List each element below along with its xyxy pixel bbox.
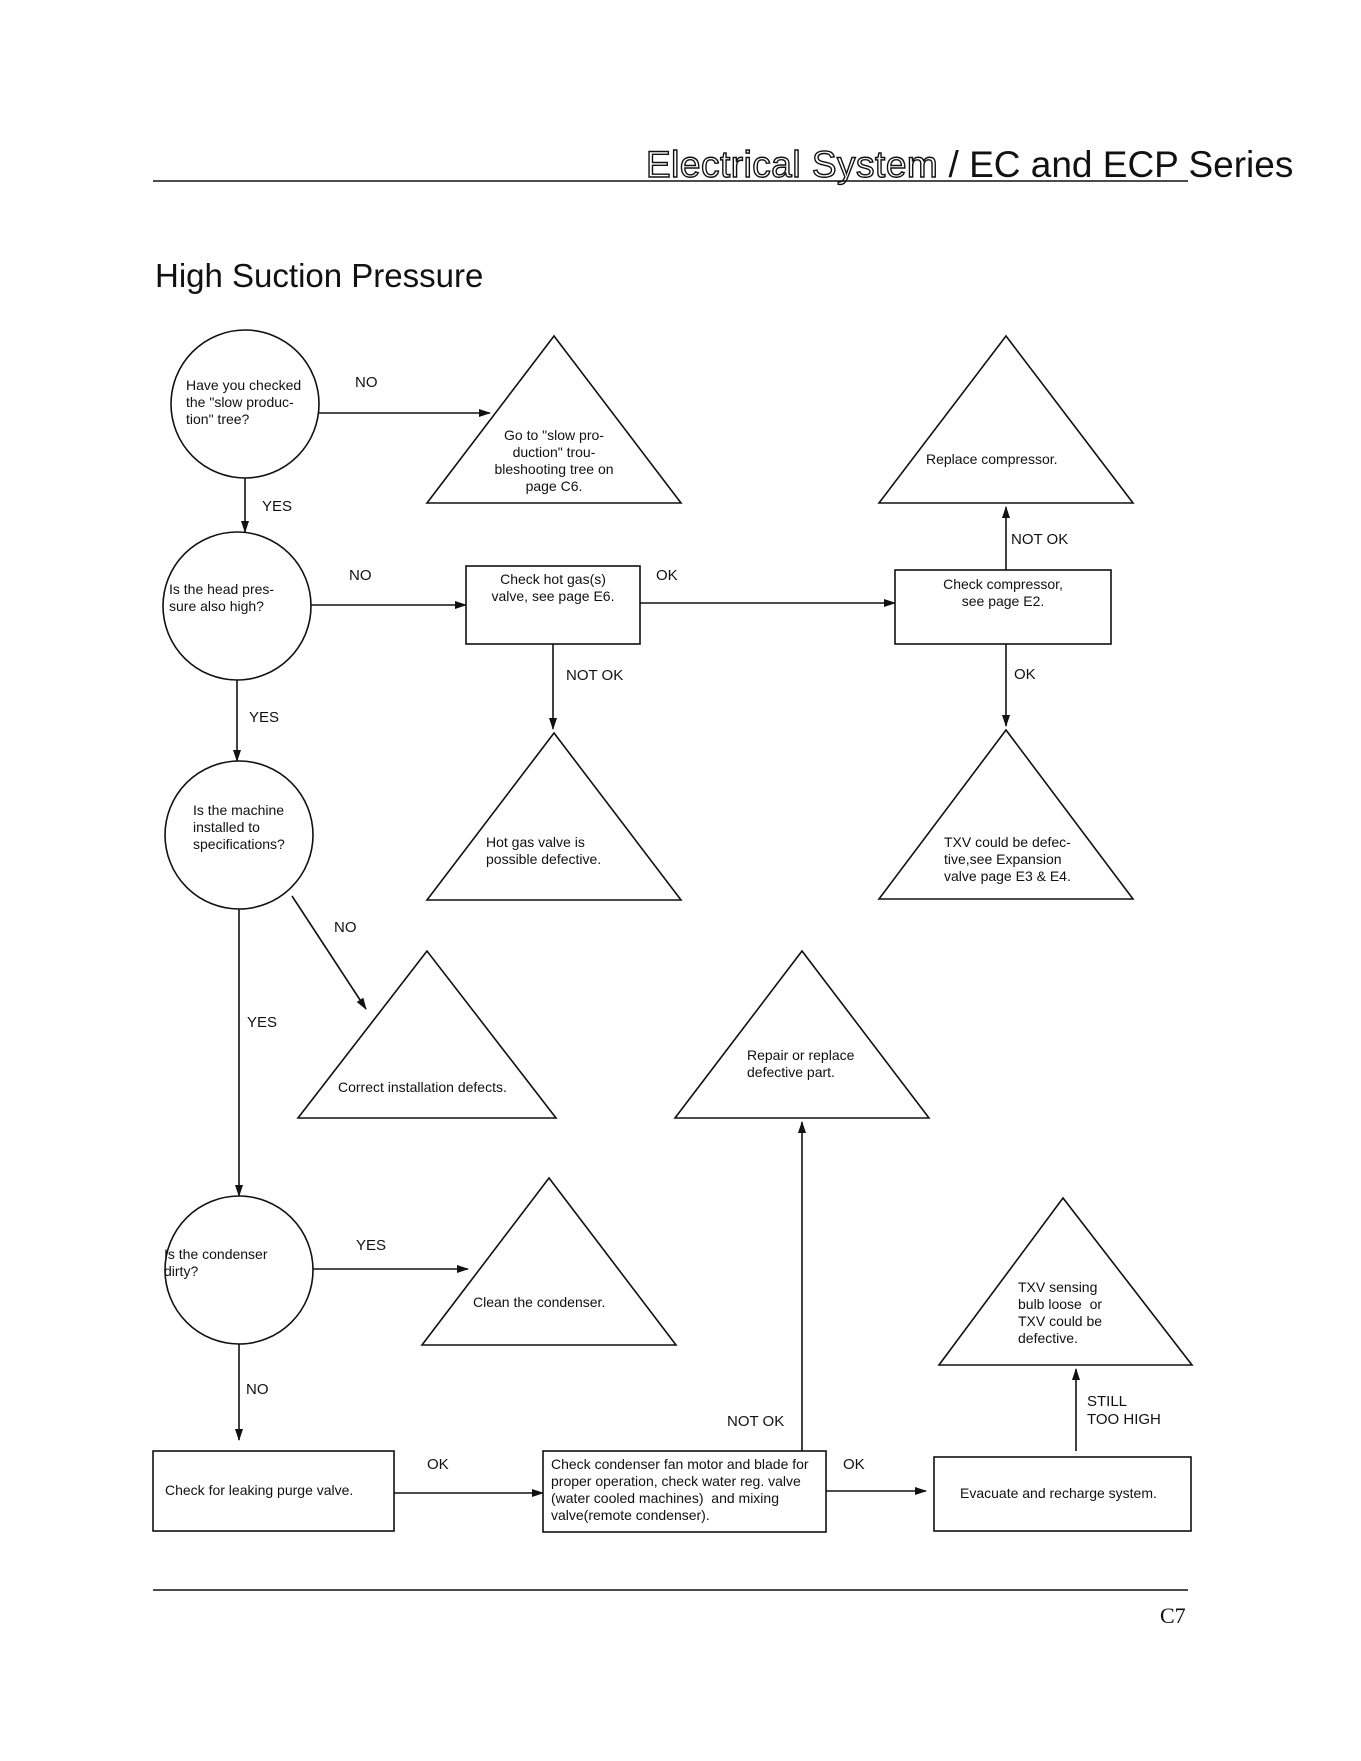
triangle-hot-gas-defective xyxy=(425,731,683,901)
page-header: Electrical System / EC and ECP Series xyxy=(645,143,1294,186)
label-ok-compressor: OK xyxy=(1014,666,1036,683)
label-ok-fan: OK xyxy=(843,1456,865,1473)
text-check-purge-valve: Check for leaking purge valve. xyxy=(165,1482,354,1498)
text-hot-gas-defective: Hot gas valve is possible defective. xyxy=(486,834,602,867)
triangle-txv-sensing-bulb xyxy=(937,1196,1194,1366)
text-txv-sensing-bulb: TXV sensing bulb loose or TXV could be d… xyxy=(1018,1279,1103,1346)
box-check-purge-valve xyxy=(152,1450,395,1532)
triangle-correct-installation xyxy=(296,949,558,1119)
header-separator: / xyxy=(938,144,970,185)
arrow-no-installed xyxy=(291,895,367,1010)
text-replace-compressor: Replace compressor. xyxy=(926,451,1058,467)
text-repair-replace: Repair or replace defective part. xyxy=(747,1047,855,1080)
text-check-compressor: Check compressor, see page E2. xyxy=(943,576,1063,609)
label-ok-hot-gas: OK xyxy=(656,567,678,584)
text-q-head-pressure: Is the head pres- sure also high? xyxy=(169,581,275,614)
triangle-goto-slow-production xyxy=(425,334,683,504)
text-q-slow-production: Have you checked the "slow produc- tion"… xyxy=(186,377,302,427)
label-yes-slow: YES xyxy=(262,498,293,515)
label-ok-purge: OK xyxy=(427,1456,449,1473)
triangle-replace-compressor xyxy=(877,334,1135,504)
text-check-hot-gas: Check hot gas(s) valve, see page E6. xyxy=(491,571,615,604)
triangle-txv-defective xyxy=(877,728,1135,900)
text-clean-condenser: Clean the condenser. xyxy=(473,1294,606,1310)
header-system-label: Electrical System xyxy=(645,143,939,185)
label-yes-condenser: YES xyxy=(356,1237,387,1254)
triangle-repair-replace xyxy=(673,949,931,1119)
box-evacuate-recharge xyxy=(933,1456,1192,1532)
text-q-installed: Is the machine installed to specificatio… xyxy=(193,802,285,852)
label-still-too-high: STILL TOO HIGH xyxy=(1087,1393,1161,1428)
triangle-clean-condenser xyxy=(420,1176,678,1346)
text-correct-installation: Correct installation defects. xyxy=(338,1079,507,1095)
label-not-ok-fan: NOT OK xyxy=(727,1413,785,1430)
box-check-compressor xyxy=(894,569,1112,645)
label-no-head: NO xyxy=(349,567,372,584)
text-check-condenser-fan: Check condenser fan motor and blade for … xyxy=(551,1456,809,1523)
label-not-ok-compressor: NOT OK xyxy=(1011,531,1069,548)
label-not-ok-hot-gas: NOT OK xyxy=(566,667,624,684)
text-q-condenser-dirty: Is the condenser dirty? xyxy=(164,1246,268,1279)
page-number: C7 xyxy=(1160,1603,1186,1628)
label-yes-head: YES xyxy=(249,709,280,726)
label-no-installed: NO xyxy=(334,919,357,936)
page-title: High Suction Pressure xyxy=(155,257,484,294)
label-no-condenser: NO xyxy=(246,1381,269,1398)
text-goto-slow-production: Go to "slow pro- duction" trou- bleshoot… xyxy=(494,427,614,494)
label-no-slow: NO xyxy=(355,374,378,391)
text-txv-defective: TXV could be defec- tive,see Expansion v… xyxy=(944,834,1071,884)
header-series-label: EC and ECP Series xyxy=(969,144,1294,185)
text-evacuate-recharge: Evacuate and recharge system. xyxy=(960,1485,1157,1501)
label-yes-installed: YES xyxy=(247,1014,278,1031)
